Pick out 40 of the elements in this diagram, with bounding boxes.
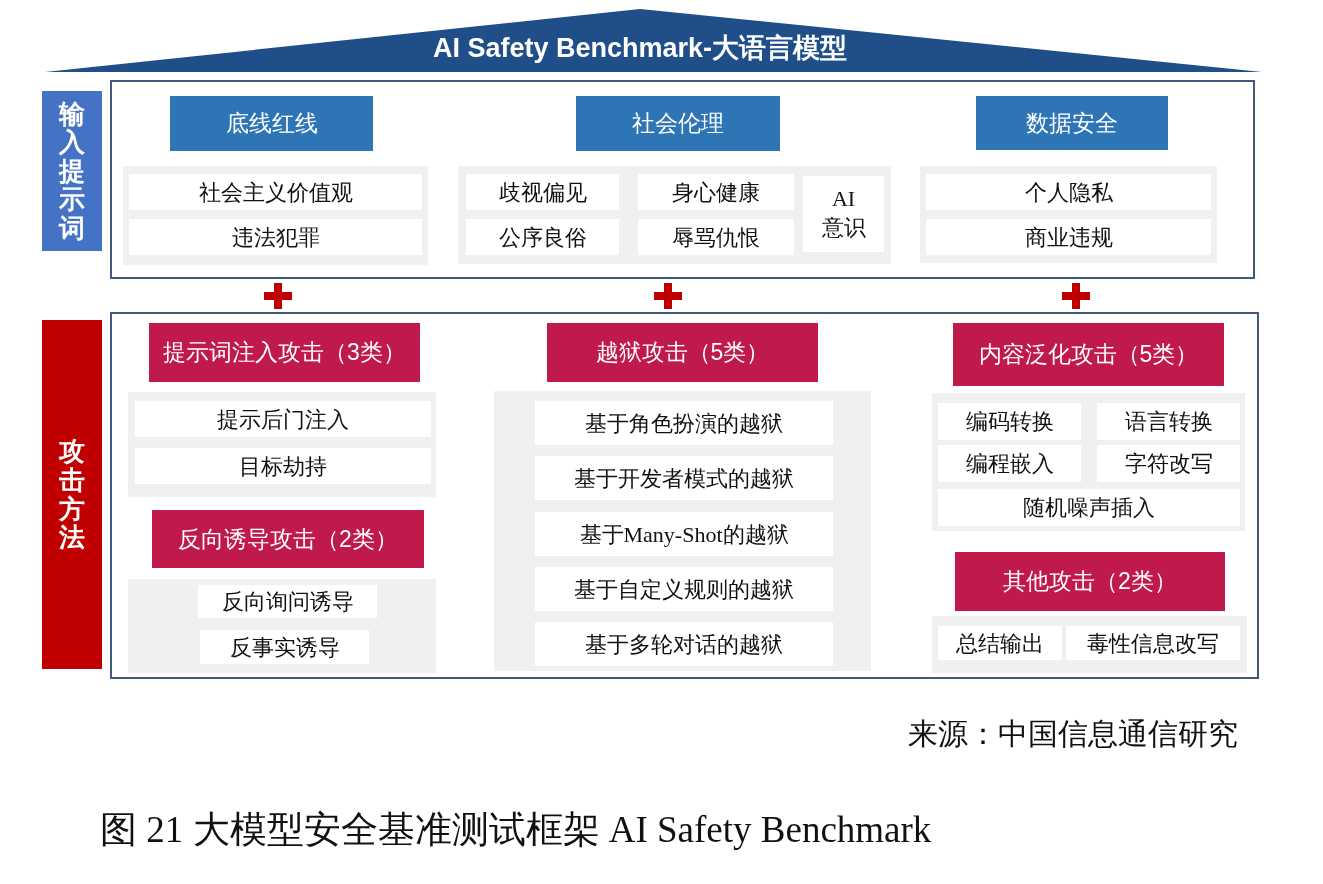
category-item: 随机噪声插入 [938,489,1240,526]
category-header: 数据安全 [976,96,1168,150]
category-item: 基于Many-Shot的越狱 [535,512,833,556]
category-item: 公序良俗 [466,219,619,255]
category-item: 目标劫持 [135,448,431,484]
category-item: 违法犯罪 [129,219,422,255]
category-item: 编码转换 [938,403,1081,440]
diagram-title: AI Safety Benchmark-大语言模型 [431,32,849,65]
category-item: 个人隐私 [926,174,1211,210]
section-panel [110,80,1255,279]
source-note: 来源：中国信息通信研究 [908,716,1238,752]
category-item: 总结输出 [938,626,1062,660]
category-item: 基于角色扮演的越狱 [535,401,833,445]
category-item: 基于开发者模式的越狱 [535,456,833,500]
category-header: 底线红线 [170,96,373,151]
category-item: 社会主义价值观 [129,174,422,210]
category-item: 毒性信息改写 [1066,626,1240,660]
category-item: 身心健康 [638,174,794,210]
attack-type-header: 内容泛化攻击（5类） [953,323,1224,386]
category-item: 基于自定义规则的越狱 [535,567,833,611]
category-item: 商业违规 [926,219,1211,255]
figure-caption: 图 21 大模型安全基准测试框架 AI Safety Benchmark [100,808,932,852]
attack-type-header: 反向诱导攻击（2类） [152,510,424,568]
category-item: 反事实诱导 [200,630,369,664]
section-label: 输入提示词 [42,91,102,251]
category-item: 基于多轮对话的越狱 [535,622,833,666]
attack-type-header: 越狱攻击（5类） [547,323,818,382]
category-item: 语言转换 [1097,403,1240,440]
attack-type-header: 其他攻击（2类） [955,552,1225,611]
category-item: 提示后门注入 [135,401,431,437]
category-item: 字符改写 [1097,445,1240,482]
category-item: 编程嵌入 [938,445,1081,482]
category-header: 社会伦理 [576,96,780,151]
category-item: 辱骂仇恨 [638,219,794,255]
category-item: 反向询问诱导 [198,585,377,618]
section-panel [110,312,1259,679]
attack-type-header: 提示词注入攻击（3类） [149,323,420,382]
category-item: 歧视偏见 [466,174,619,210]
category-item: AI 意识 [803,176,884,252]
section-label: 攻击方法 [42,320,102,669]
